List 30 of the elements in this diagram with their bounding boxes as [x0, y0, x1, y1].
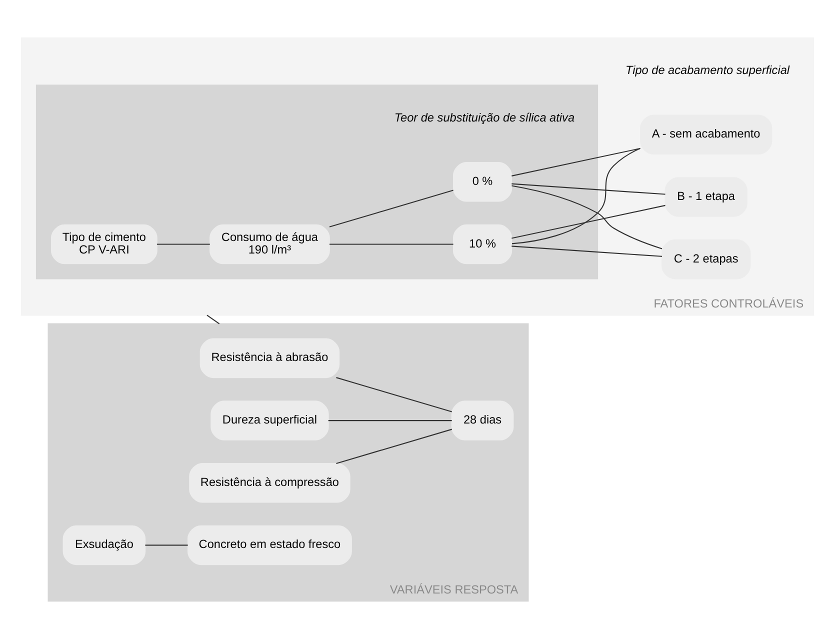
connector: [336, 377, 452, 412]
node-box: 0 %: [452, 162, 512, 202]
cluster: [36, 84, 598, 280]
connector: [512, 148, 640, 176]
connector: [328, 420, 452, 422]
node-box: Dureza superficial: [210, 400, 329, 440]
node-box: A - sem acabamento: [640, 114, 772, 155]
connector: [329, 244, 454, 245]
node-box: Tipo de cimento CP V-ARI: [50, 224, 158, 264]
node-box: Resistência à compressão: [189, 462, 350, 503]
connector: [206, 314, 220, 324]
node-box: 28 dias: [451, 400, 514, 440]
node-box: Exsudação: [62, 525, 146, 566]
node-box: 10 %: [452, 224, 512, 264]
node-box: Concreto em estado fresco: [187, 525, 352, 566]
node-box: Consumo de água 190 l/m³: [210, 224, 330, 264]
connector: [512, 204, 666, 239]
node-box: B - 1 etapa: [664, 177, 748, 217]
connector: [156, 244, 210, 245]
connector: [512, 185, 662, 250]
connector: [512, 246, 662, 257]
label: Tipo de acabamento superficial: [625, 63, 790, 78]
connector: [145, 544, 188, 546]
connector: [336, 428, 452, 464]
node-box: Resistência à abrasão: [200, 338, 340, 378]
node-box: C - 2 etapas: [661, 239, 751, 280]
connector: [512, 183, 666, 195]
connector: [329, 190, 454, 228]
connector: [512, 148, 640, 244]
label: Teor de substituição de sílica ativa: [394, 110, 575, 125]
